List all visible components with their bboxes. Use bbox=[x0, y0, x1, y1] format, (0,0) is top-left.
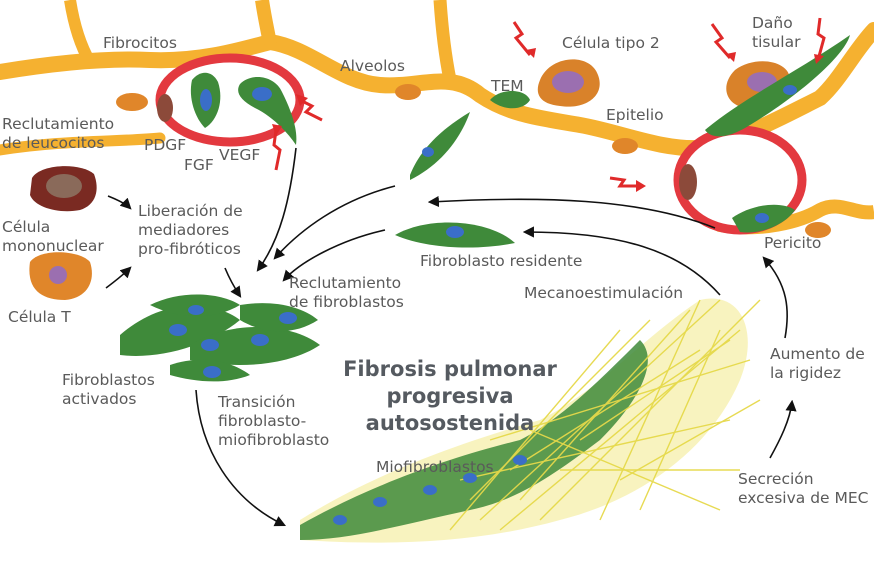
label-reclut-leuc-line1: Reclutamiento bbox=[2, 115, 115, 133]
arrow-tcell-to-liberacion bbox=[105, 266, 132, 289]
label-rigidez-line2: la rigidez bbox=[770, 364, 842, 382]
arrow-recruit-left bbox=[273, 185, 396, 260]
label-liberacion-line1: Liberación de bbox=[138, 202, 243, 220]
label-miofibroblastos: Miofibroblastos bbox=[376, 458, 494, 476]
label-secrecion-line1: Secreción bbox=[738, 470, 814, 488]
label-fibrocitos: Fibrocitos bbox=[103, 34, 177, 52]
red-arrowheads bbox=[272, 48, 824, 192]
flow-arrows bbox=[105, 147, 797, 527]
label-transicion: Transición fibroblasto- miofibroblasto bbox=[218, 393, 329, 450]
label-transicion-line2: fibroblasto- bbox=[218, 412, 307, 430]
arrow-mecano-to-resident bbox=[522, 226, 721, 296]
label-reclutamiento-leucocitos: Reclutamiento de leucocitos bbox=[2, 115, 114, 153]
nuclei-top bbox=[200, 85, 797, 238]
ecm-matrix-band bbox=[300, 298, 761, 543]
arrow-top-to-fibroblast bbox=[427, 195, 716, 229]
arrow-rigidez-to-pericito bbox=[762, 256, 789, 339]
label-reclutamiento-fibroblastos: Reclutamiento de fibroblastos bbox=[289, 274, 404, 312]
label-celula-mononuclear: Célula mononuclear bbox=[2, 218, 104, 256]
arrow-liberacion-to-activated bbox=[224, 267, 242, 298]
label-secrecion: Secreción excesiva de MEC bbox=[738, 470, 869, 508]
label-mononuclear-line1: Célula bbox=[2, 218, 51, 236]
label-dano-line2: tisular bbox=[752, 33, 801, 51]
label-fgf: FGF bbox=[184, 156, 214, 174]
label-transicion-line1: Transición bbox=[218, 393, 296, 411]
label-dano-line1: Daño bbox=[752, 14, 793, 32]
label-fibroblastos-activados: Fibroblastos activados bbox=[62, 371, 155, 409]
mononuclear-cell bbox=[30, 166, 97, 212]
label-fibroblasto-residente: Fibroblasto residente bbox=[420, 252, 583, 270]
label-dano-tisular: Daño tisular bbox=[752, 14, 800, 52]
label-pericito: Pericito bbox=[764, 234, 822, 252]
label-rigidez-line1: Aumento de bbox=[770, 345, 865, 363]
label-mecanoestimulacion: Mecanoestimulación bbox=[524, 284, 684, 302]
t-cell bbox=[29, 252, 92, 300]
label-liberacion-line3: pro-fibróticos bbox=[138, 240, 241, 258]
label-celula-tipo2: Célula tipo 2 bbox=[562, 34, 660, 52]
label-epitelio: Epitelio bbox=[606, 106, 664, 124]
label-mononuclear-line2: mononuclear bbox=[2, 237, 104, 255]
arrow-resident-to-cluster bbox=[282, 229, 386, 282]
arrow-growthfactors-down bbox=[256, 147, 297, 272]
label-reclut-fib-line2: de fibroblastos bbox=[289, 293, 404, 311]
tissue-nuclei bbox=[116, 84, 831, 238]
title-line3: autosostenida bbox=[365, 411, 535, 435]
label-celula-t: Célula T bbox=[8, 308, 71, 326]
label-reclut-leuc-line2: de leucocitos bbox=[2, 134, 105, 152]
nuclei-activated bbox=[169, 305, 297, 378]
type2-cell bbox=[537, 59, 600, 107]
label-activados-line2: activados bbox=[62, 390, 137, 408]
nuclei-myofibroblasts bbox=[333, 455, 527, 525]
label-liberacion: Liberación de mediadores pro-fibróticos bbox=[138, 202, 243, 259]
label-tem: TEM bbox=[491, 77, 524, 95]
label-activados-line1: Fibroblastos bbox=[62, 371, 155, 389]
label-secrecion-line2: excesiva de MEC bbox=[738, 489, 869, 507]
label-liberacion-line2: mediadores bbox=[138, 221, 230, 239]
title-line2: progresiva bbox=[386, 384, 514, 408]
arrow-activated-to-myofibroblast bbox=[195, 389, 287, 527]
label-transicion-line3: miofibroblasto bbox=[218, 431, 330, 449]
arrow-secrecion-to-rigidez bbox=[769, 399, 797, 459]
label-alveolos: Alveolos bbox=[340, 57, 405, 75]
label-vegf: VEGF bbox=[219, 146, 261, 164]
red-stimulus-arrows bbox=[272, 17, 826, 188]
label-pdgf: PDGF bbox=[144, 136, 187, 154]
label-aumento-rigidez: Aumento de la rigidez bbox=[770, 345, 865, 383]
title-line1: Fibrosis pulmonar bbox=[343, 357, 557, 381]
arrow-mononuclear-to-liberacion bbox=[107, 195, 132, 210]
diagram-title: Fibrosis pulmonar progresiva autososteni… bbox=[300, 356, 600, 437]
label-reclut-fib-line1: Reclutamiento bbox=[289, 274, 402, 292]
